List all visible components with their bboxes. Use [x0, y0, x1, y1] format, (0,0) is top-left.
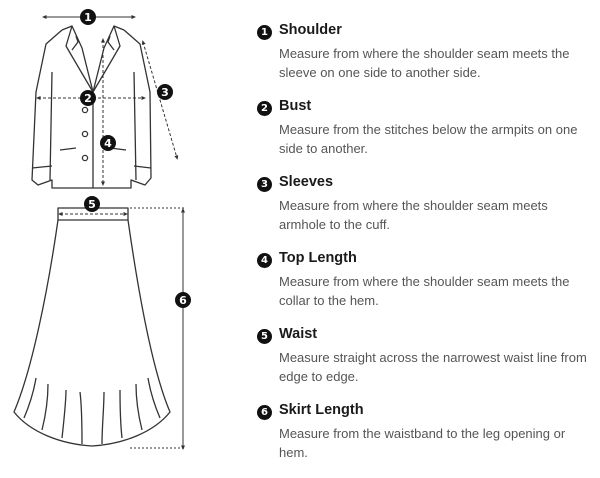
legend-title: Top Length [279, 250, 357, 266]
number-badge-icon: 6 [257, 405, 272, 420]
sleeves-measure-line [141, 40, 179, 160]
legend-item-top-length: 4 Top Length Measure from where the shou… [257, 250, 592, 310]
number-badge-icon: 3 [257, 177, 272, 192]
badge-1-icon: 1 [80, 9, 96, 25]
svg-text:6: 6 [179, 294, 187, 307]
svg-text:5: 5 [88, 198, 96, 211]
legend-title: Waist [279, 326, 318, 342]
garment-measurement-figure: 1 2 3 4 5 6 [0, 0, 250, 478]
badge-6-icon: 6 [175, 292, 191, 308]
svg-text:1: 1 [84, 11, 92, 24]
jacket-outline-icon [31, 25, 152, 189]
legend-title: Sleeves [279, 174, 334, 190]
legend-description: Measure from the waistband to the leg op… [279, 426, 566, 460]
number-badge-icon: 2 [257, 101, 272, 116]
svg-text:4: 4 [104, 137, 112, 150]
legend-title: Shoulder [279, 22, 342, 38]
legend-item-bust: 2 Bust Measure from the stitches below t… [257, 98, 592, 158]
legend-item-shoulder: 1 Shoulder Measure from where the should… [257, 22, 592, 82]
legend-item-waist: 5 Waist Measure straight across the narr… [257, 326, 592, 386]
legend-item-sleeves: 3 Sleeves Measure from where the shoulde… [257, 174, 592, 234]
badge-2-icon: 2 [80, 90, 96, 106]
svg-text:3: 3 [161, 86, 169, 99]
legend-item-skirt-length: 6 Skirt Length Measure from the waistban… [257, 402, 592, 462]
number-badge-icon: 1 [257, 25, 272, 40]
legend-description: Measure from where the shoulder seam mee… [279, 274, 570, 308]
number-badge-icon: 4 [257, 253, 272, 268]
badge-3-icon: 3 [157, 84, 173, 100]
legend-title: Bust [279, 98, 312, 114]
legend-description: Measure from where the shoulder seam mee… [279, 46, 570, 80]
legend-description: Measure from where the shoulder seam mee… [279, 198, 548, 232]
badge-4-icon: 4 [100, 135, 116, 151]
legend-description: Measure straight across the narrowest wa… [279, 350, 587, 384]
badge-5-icon: 5 [84, 196, 100, 212]
skirt-outline-icon [13, 207, 171, 447]
svg-text:2: 2 [84, 92, 92, 105]
legend-description: Measure from the stitches below the armp… [279, 122, 578, 156]
number-badge-icon: 5 [257, 329, 272, 344]
legend-title: Skirt Length [279, 402, 364, 418]
